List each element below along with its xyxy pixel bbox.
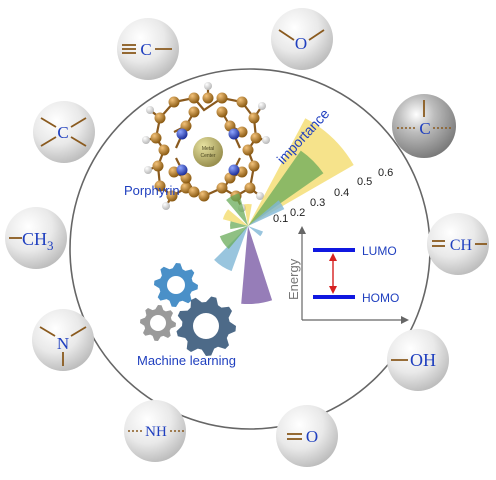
substituent-vinylidene: CH [427,213,489,275]
porphyrin-atoms: Metal Center [142,82,270,212]
energy-diagram: Energy LUMO HOMO [286,226,409,324]
substituent-amino: NH [124,400,186,462]
substituent-hydroxyl: OH [387,329,449,391]
rose-wedge [241,226,273,305]
rose-wedge [248,150,324,226]
rose-wedge [248,200,285,226]
substituent-tertiary-carbon: C [33,101,95,163]
rose-tick-label: 0.3 [310,197,325,209]
substituent-ethynyl: C [117,18,179,80]
substituent-vinylidene-label: CH [450,237,473,254]
gear-gray-icon [140,305,176,341]
substituent-tertiary-carbon-label: C [57,123,68,142]
rose-wedge [219,226,248,249]
rose-wedge [230,221,248,230]
substituent-amino-label: NH [145,424,167,440]
substituent-methyl: CH3 [5,207,67,269]
homo-label: HOMO [362,291,399,305]
metal-center-label-line1: Metal [202,146,214,152]
rose-wedge [226,193,248,226]
gear-blue-icon [154,263,198,307]
rose-tick-label: 0.4 [334,187,349,199]
substituent-quaternary-carbon-label: C [419,119,430,138]
rose-wedge [244,203,252,226]
rose-tick-label: 0.2 [290,207,305,219]
rose-wedge [222,209,248,226]
porphyrin-label: Porphyrin [124,183,180,198]
substituent-hydroxyl-label: OH [410,350,436,370]
rose-tick-label: 0.1 [273,213,288,225]
gear-dark-icon [176,296,236,356]
gears-group [140,263,236,356]
substituent-quaternary-carbon: C [392,94,456,158]
substituent-dimethylamino-label: N [57,334,69,353]
lumo-label: LUMO [362,244,397,258]
substituent-methoxy-label: O [295,34,307,53]
machine-learning-label: Machine learning [137,353,236,368]
substituent-methoxy: O [271,8,333,70]
rose-tick-label: 0.5 [357,176,372,188]
energy-axis-arrowhead-right [401,316,409,324]
substituent-ethynyl-label: C [140,40,151,59]
rose-wedge [248,226,263,237]
metal-center-label-line2: Center [200,153,215,159]
rose-wedge [214,226,248,272]
substituent-carbonyl: O [276,405,338,467]
substituent-carbonyl-label: O [306,427,318,446]
substituent-methyl-label: CH3 [22,229,54,253]
rose-tick-label: 0.6 [378,167,393,179]
energy-axis-arrowhead-up [298,226,306,234]
energy-axis-label: Energy [286,258,301,300]
substituent-dimethylamino: N [32,309,94,371]
metal-center-atom [193,137,223,167]
